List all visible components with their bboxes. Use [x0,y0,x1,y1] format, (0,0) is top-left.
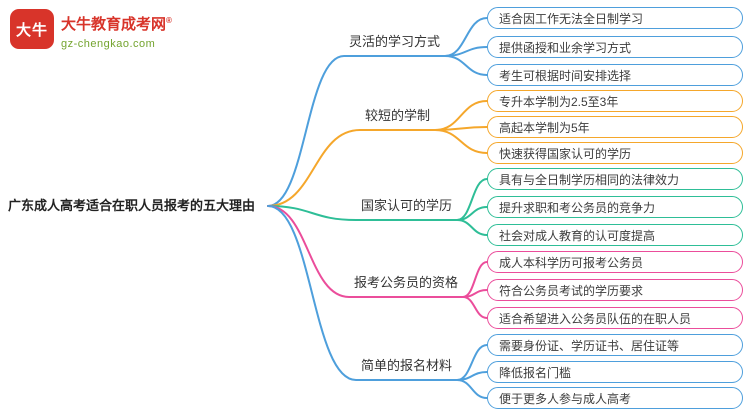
leaf-topic: 需要身份证、学历证书、居住证等 [487,334,743,356]
leaf-topic: 提供函授和业余学习方式 [487,36,743,58]
leaf-topic: 成人本科学历可报考公务员 [487,251,743,273]
leaf-topic: 提升求职和考公务员的竞争力 [487,196,743,218]
leaf-topic: 适合希望进入公务员队伍的在职人员 [487,307,743,329]
logo-text-block: 大牛教育成考网® gz-chengkao.com [61,9,172,52]
logo-icon: 大牛 [10,9,54,49]
branch-topic: 国家认可的学历 [356,193,458,221]
site-logo: 大牛 大牛教育成考网® gz-chengkao.com [10,9,172,52]
leaf-topic: 符合公务员考试的学历要求 [487,279,743,301]
leaf-topic: 社会对成人教育的认可度提高 [487,224,743,246]
branch-topic: 简单的报名材料 [356,353,458,381]
leaf-topic: 降低报名门槛 [487,361,743,383]
branch-topic: 较短的学制 [360,103,436,131]
leaf-topic: 便于更多人参与成人高考 [487,387,743,409]
branch-topic: 报考公务员的资格 [349,270,464,298]
leaf-topic: 高起本学制为5年 [487,116,743,138]
site-url: gz-chengkao.com [61,38,156,50]
leaf-topic: 考生可根据时间安排选择 [487,64,743,86]
leaf-topic: 快速获得国家认可的学历 [487,142,743,164]
root-topic: 广东成人高考适合在职人员报考的五大理由 [8,198,256,213]
leaf-topic: 专升本学制为2.5至3年 [487,90,743,112]
branch-topic: 灵活的学习方式 [344,29,446,57]
leaf-topic: 适合因工作无法全日制学习 [487,7,743,29]
registered-mark-icon: ® [166,16,172,25]
leaf-topic: 具有与全日制学历相同的法律效力 [487,168,743,190]
site-name: 大牛教育成考网® [61,16,172,33]
